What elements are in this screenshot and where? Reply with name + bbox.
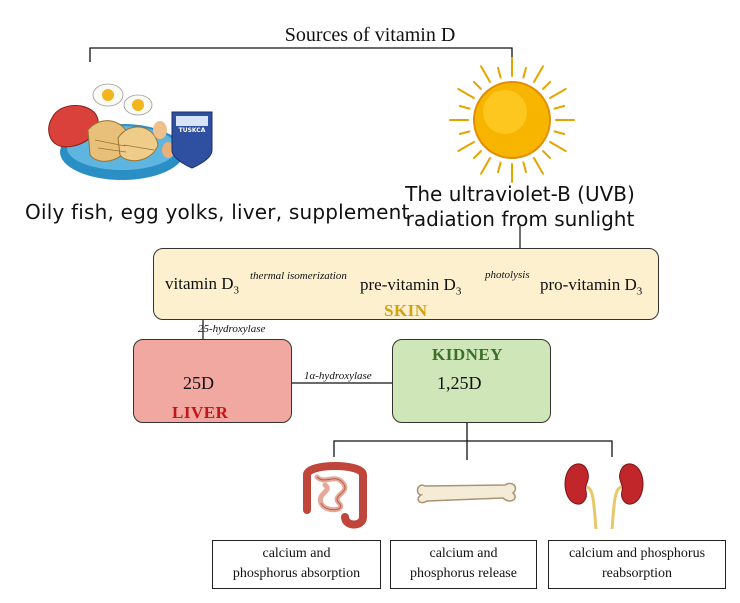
intestine-icon <box>303 462 367 529</box>
thermal-isomerization-label: thermal isomerization <box>250 270 347 282</box>
sun-illustration <box>473 81 551 159</box>
sun-ray <box>542 80 552 90</box>
kidney-box <box>392 339 551 423</box>
sources-bracket <box>89 47 513 62</box>
sun-ray <box>457 88 475 99</box>
sun-ray <box>549 88 567 99</box>
sun-ray <box>472 150 482 160</box>
uvb-line-1: The ultraviolet-B (UVB) <box>405 182 635 206</box>
uvb-line-2: radiation from sunlight <box>405 207 635 231</box>
sun-ray <box>522 66 527 79</box>
kidneys-icon <box>564 463 644 530</box>
kidney-label: KIDNEY <box>432 345 504 364</box>
vitamin-d3-label: vitamin D3 <box>165 274 239 297</box>
food-sources-illustration <box>48 83 213 180</box>
skin-box <box>153 248 659 320</box>
skin-label: SKIN <box>384 301 428 320</box>
sun-ray <box>533 157 544 175</box>
sun-ray <box>533 65 544 83</box>
sun-ray <box>553 105 566 110</box>
page-title: Sources of vitamin D <box>284 24 456 46</box>
photolysis-label: photolysis <box>485 269 530 281</box>
sun-ray <box>549 141 567 152</box>
sun-ray <box>553 130 566 135</box>
supplement-logo-text: TUSKCA <box>178 127 206 134</box>
effect-absorption-line2: phosphorus absorption <box>232 566 361 581</box>
effect-release-line1: calcium and <box>429 546 498 561</box>
pro-vitamin-d3-label: pro-vitamin D3 <box>540 275 643 298</box>
sun-ray <box>480 65 491 83</box>
kidney-compound-125d: 1,25D <box>437 373 482 393</box>
sun-ray <box>458 105 471 110</box>
effect-reabsorption-line2: reabsorption <box>602 566 672 581</box>
sun-ray <box>542 150 552 160</box>
sun-ray <box>522 161 527 174</box>
sun-ray <box>457 141 475 152</box>
pre-vitamin-d3-label: pre-vitamin D3 <box>360 275 462 298</box>
sun-ray <box>472 80 482 90</box>
liver-label: LIVER <box>172 403 229 422</box>
sun-ray <box>480 157 491 175</box>
bone-icon <box>416 482 517 504</box>
1a-hydroxylase-label: 1α-hydroxylase <box>304 370 372 382</box>
effects-bracket <box>333 440 613 457</box>
effect-box-absorption: calcium and phosphorus absorption <box>212 540 381 589</box>
sun-ray <box>458 130 471 135</box>
effect-box-reabsorption: calcium and phosphorus reabsorption <box>548 540 726 589</box>
effect-box-release: calcium and phosphorus release <box>390 540 537 589</box>
effect-release-line2: phosphorus release <box>410 566 517 581</box>
sun-ray <box>497 161 502 174</box>
25-hydroxylase-label: 25-hydroxylase <box>198 323 266 335</box>
effect-reabsorption-line1: calcium and phosphorus <box>568 546 706 561</box>
effect-absorption-line1: calcium and <box>262 546 331 561</box>
liver-box <box>133 339 292 423</box>
dietary-sources-label: Oily fish, egg yolks, liver, supplement <box>25 200 410 224</box>
uvb-source-label: The ultraviolet-B (UVB) radiation from s… <box>390 182 650 232</box>
sun-ray <box>497 66 502 79</box>
liver-compound-25d: 25D <box>183 373 214 393</box>
